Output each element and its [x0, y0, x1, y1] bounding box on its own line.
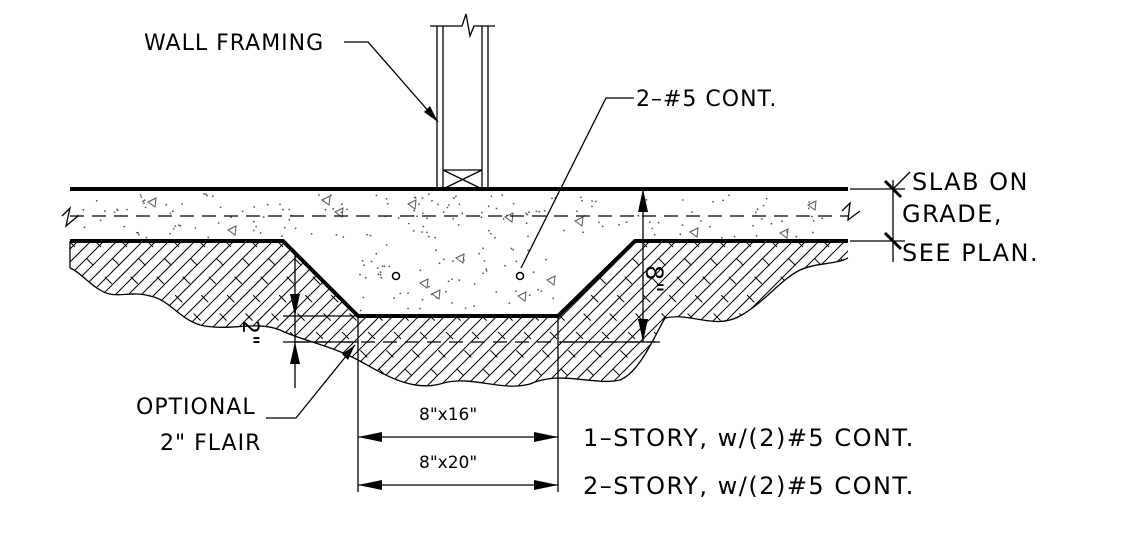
flair-dim-label: 2" [237, 320, 262, 346]
rebar-right [515, 271, 525, 281]
width-dim-1 [358, 432, 558, 442]
slab-label-line2: GRADE, [902, 200, 1003, 228]
slab-thickness-dim [850, 171, 911, 262]
slab-label-line1: SLAB ON [912, 168, 1029, 196]
flair-leader [266, 344, 356, 419]
wall-stud [430, 13, 495, 190]
footing-outline [70, 239, 848, 318]
story-1-spec: 1–STORY, w/(2)#5 CONT. [583, 424, 915, 452]
concrete-aggregate [77, 193, 823, 312]
soil-outline [69, 257, 849, 387]
rebar-left [391, 271, 401, 281]
wall-framing-arrowhead [424, 106, 438, 122]
flair-label-line1: OPTIONAL [136, 395, 256, 420]
rebar-label: 2–#5 CONT. [636, 87, 777, 112]
depth-dimension [560, 189, 660, 343]
wall-framing-label: WALL FRAMING [144, 31, 324, 56]
rebar-leader [520, 97, 634, 269]
flair-label-line2: 2" FLAIR [160, 431, 261, 456]
width-dim-2 [358, 480, 558, 490]
story-2-spec: 2–STORY, w/(2)#5 CONT. [583, 472, 915, 500]
flair-dimension [283, 254, 358, 388]
right-break-line [841, 201, 861, 222]
slab-label-line3: SEE PLAN. [902, 239, 1039, 267]
footing-size-2: 8"x20" [419, 453, 477, 473]
wall-framing-leader [344, 41, 439, 123]
footing-size-1: 8"x16" [419, 405, 477, 425]
slab-footing-fill [70, 189, 848, 316]
left-break-line [61, 205, 79, 228]
depth-label: 8" [640, 265, 668, 294]
